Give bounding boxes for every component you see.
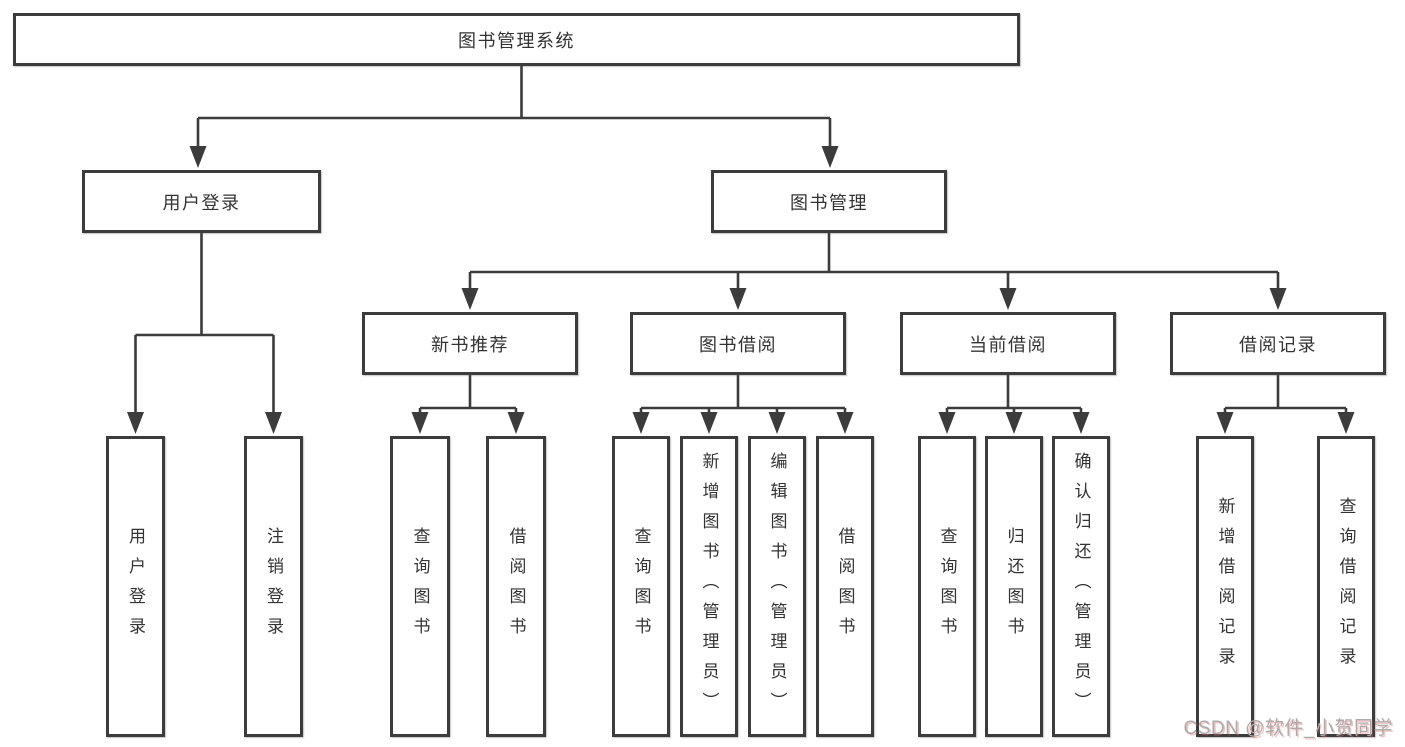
node-label: 图书管理系统 (458, 30, 575, 51)
leaf-query-books-borrow: 查询图书 (612, 436, 670, 737)
leaf-user-login: 用户登录 (106, 436, 165, 737)
node-label: 新书推荐 (431, 334, 509, 355)
node-label: 查询借阅记录 (1336, 496, 1356, 677)
csdn-watermark: CSDN @软件_小贺同学 (1183, 718, 1393, 739)
node-label: 查询图书 (937, 526, 957, 647)
node-label: 查询图书 (631, 526, 651, 647)
node-label: 借阅图书 (506, 526, 526, 647)
node-label: 新增图书（管理员） (699, 451, 719, 722)
node-label: 用户登录 (126, 526, 145, 647)
node-label: 注销登录 (264, 526, 283, 647)
node-current-borrowing: 当前借阅 (900, 312, 1116, 375)
leaf-logout: 注销登录 (244, 436, 303, 737)
leaf-borrow-books-recommend: 借阅图书 (486, 436, 546, 737)
leaf-query-books-recommend: 查询图书 (390, 436, 450, 737)
node-label: 查询图书 (410, 526, 430, 647)
node-user-login: 用户登录 (82, 170, 321, 233)
leaf-edit-books-admin: 编辑图书（管理员） (748, 436, 806, 737)
node-label: 借阅记录 (1239, 334, 1317, 355)
leaf-query-borrow-record: 查询借阅记录 (1317, 436, 1375, 737)
leaf-return-books: 归还图书 (985, 436, 1043, 737)
node-library-management-system: 图书管理系统 (13, 13, 1020, 66)
node-book-borrowing: 图书借阅 (630, 312, 846, 375)
leaf-add-borrow-record: 新增借阅记录 (1196, 436, 1254, 737)
node-borrowing-records: 借阅记录 (1170, 312, 1386, 375)
node-label: 图书借阅 (699, 334, 777, 355)
leaf-query-books-current: 查询图书 (918, 436, 976, 737)
leaf-add-books-admin: 新增图书（管理员） (680, 436, 738, 737)
node-label: 新增借阅记录 (1215, 496, 1235, 677)
node-book-management: 图书管理 (711, 170, 947, 233)
node-label: 当前借阅 (969, 334, 1047, 355)
node-label: 图书管理 (790, 192, 868, 213)
leaf-borrow-books: 借阅图书 (816, 436, 874, 737)
node-label: 确认归还（管理员） (1071, 451, 1091, 722)
node-label: 用户登录 (162, 192, 241, 213)
leaf-confirm-return-admin: 确认归还（管理员） (1052, 436, 1110, 737)
node-label: 归还图书 (1004, 526, 1024, 647)
node-label: 借阅图书 (835, 526, 855, 647)
node-new-book-recommend: 新书推荐 (362, 312, 578, 375)
node-label: 编辑图书（管理员） (767, 451, 787, 722)
